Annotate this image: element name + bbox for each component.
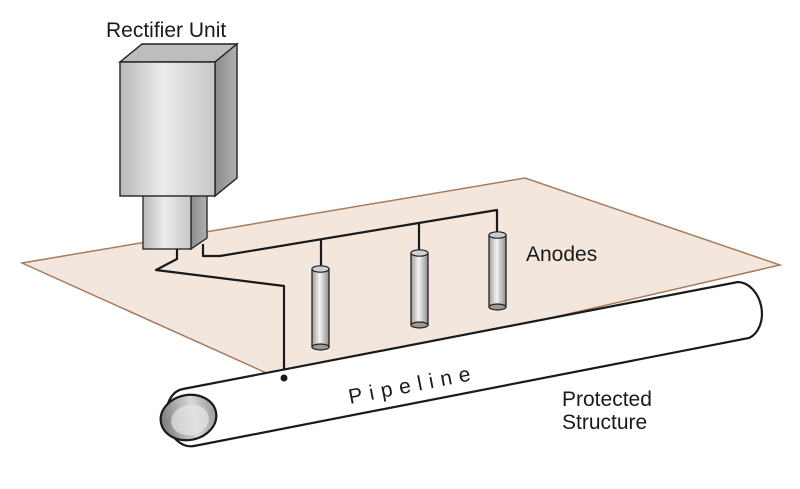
anode-header-wire [201, 208, 499, 266]
protected-structure-label-line2: Structure [562, 411, 647, 434]
anodes-label: Anodes [526, 243, 597, 266]
pipe-connection-point [280, 374, 288, 382]
anode-1 [311, 265, 330, 351]
rectifier-unit-label: Rectifier Unit [106, 19, 226, 42]
anode-3 [488, 231, 507, 311]
rectifier-unit-box [118, 42, 239, 198]
protected-structure-label-line1: Protected [562, 388, 652, 411]
ground-plane [19, 177, 783, 381]
pipeline [159, 280, 764, 448]
pipeline-return-wire [154, 249, 286, 378]
anode-2 [410, 249, 429, 329]
